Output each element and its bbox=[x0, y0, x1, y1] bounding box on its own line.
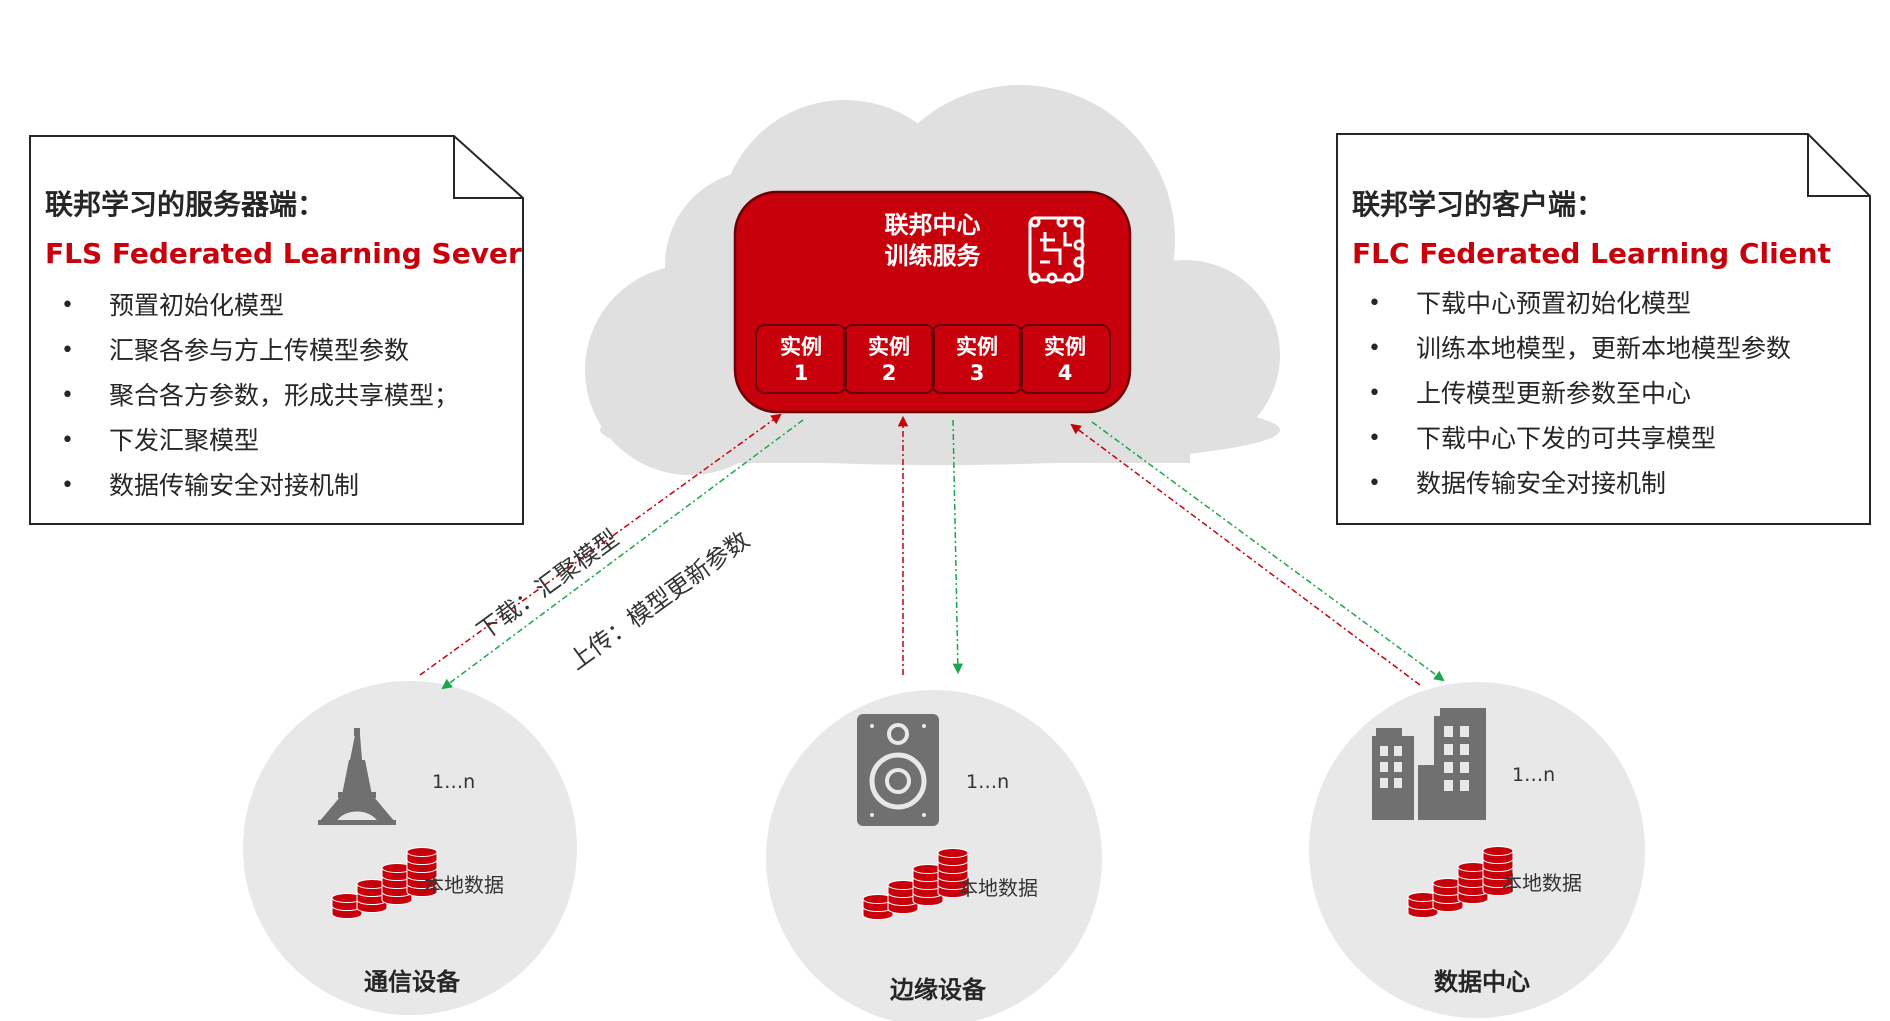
list-item: •下载中心下发的可共享模型 bbox=[1368, 424, 1717, 453]
list-item: •下发汇聚模型 bbox=[61, 426, 260, 455]
list-item: •上传模型更新参数至中心 bbox=[1368, 379, 1692, 408]
circuit-icon bbox=[1028, 216, 1085, 284]
arrow-download-node-1 bbox=[441, 419, 804, 690]
instance-number: 4 bbox=[1057, 361, 1073, 385]
instance-label: 实例 bbox=[1044, 335, 1086, 359]
list-item: •数据传输安全对接机制 bbox=[61, 471, 360, 500]
client-info-box: 联邦学习的客户端： FLC Federated Learning Client … bbox=[1336, 133, 1871, 525]
client-box-title: 联邦学习的客户端： bbox=[1352, 188, 1605, 221]
list-item: •数据传输安全对接机制 bbox=[1368, 469, 1667, 498]
center-title-line-2: 训练服务 bbox=[884, 242, 981, 270]
node-3-data-label: 本地数据 bbox=[1502, 871, 1582, 895]
list-item: •汇聚各参与方上传模型参数 bbox=[61, 336, 410, 365]
center-title-line-1: 联邦中心 bbox=[884, 211, 981, 239]
instance-number: 2 bbox=[881, 361, 897, 385]
list-item: •训练本地模型，更新本地模型参数 bbox=[1368, 334, 1792, 363]
server-info-box: 联邦学习的服务器端： FLS Federated Learning Sever … bbox=[29, 135, 524, 525]
arrow-download-node-3 bbox=[1091, 421, 1445, 682]
node-2-data-label: 本地数据 bbox=[958, 876, 1038, 900]
list-item: •预置初始化模型 bbox=[61, 291, 285, 320]
speaker-icon bbox=[857, 714, 939, 826]
instance-label: 实例 bbox=[868, 335, 910, 359]
instance-3: 实例 3 bbox=[931, 324, 1023, 394]
buildings-icon bbox=[1372, 708, 1486, 820]
server-box-list: •预置初始化模型 •汇聚各参与方上传模型参数 •聚合各方参数，形成共享模型； •… bbox=[45, 283, 459, 508]
instance-2: 实例 2 bbox=[843, 324, 935, 394]
center-service-title: 联邦中心 训练服务 bbox=[870, 210, 995, 272]
node-3-count: 1…n bbox=[1512, 764, 1556, 786]
arrow-upload-node-3 bbox=[1070, 423, 1421, 686]
arrow-download-node-2 bbox=[952, 419, 964, 675]
instance-1: 实例 1 bbox=[755, 324, 847, 394]
node-1-count: 1…n bbox=[432, 771, 476, 793]
node-2-count: 1…n bbox=[966, 771, 1010, 793]
list-item: •下载中心预置初始化模型 bbox=[1368, 289, 1692, 318]
instance-number: 1 bbox=[793, 361, 809, 385]
node-2-name: 边缘设备 bbox=[890, 976, 986, 1004]
client-box-outline bbox=[1336, 133, 1871, 525]
node-1-name: 通信设备 bbox=[364, 968, 460, 996]
client-box-list: •下载中心预置初始化模型 •训练本地模型，更新本地模型参数 •上传模型更新参数至… bbox=[1352, 281, 1791, 506]
instance-label: 实例 bbox=[956, 335, 998, 359]
instance-4: 实例 4 bbox=[1019, 324, 1111, 394]
server-box-subtitle: FLS Federated Learning Sever bbox=[45, 237, 522, 270]
instance-number: 3 bbox=[969, 361, 985, 385]
coin-stack-icon bbox=[1407, 846, 1514, 918]
server-box-outline bbox=[29, 135, 524, 525]
coin-stack-icon bbox=[331, 847, 438, 919]
node-circle-2 bbox=[766, 690, 1102, 1021]
client-box-subtitle: FLC Federated Learning Client bbox=[1352, 237, 1831, 270]
list-item: •聚合各方参数，形成共享模型； bbox=[61, 381, 460, 410]
coin-stack-icon bbox=[862, 848, 969, 920]
node-circle-1 bbox=[243, 681, 577, 1015]
node-1-data-label: 本地数据 bbox=[424, 873, 504, 897]
arrow-upload-node-1 bbox=[419, 413, 782, 676]
instance-label: 实例 bbox=[780, 335, 822, 359]
node-3-name: 数据中心 bbox=[1434, 968, 1530, 996]
eiffel-tower-icon bbox=[318, 728, 396, 825]
server-box-title: 联邦学习的服务器端： bbox=[45, 188, 326, 221]
